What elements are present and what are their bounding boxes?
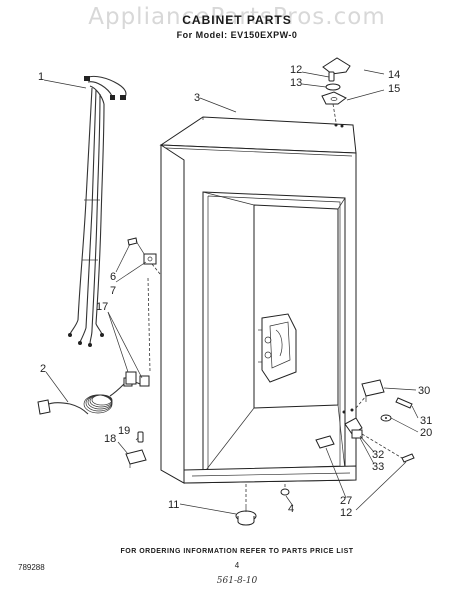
cabinet-shell	[159, 116, 357, 484]
callout-6: 6	[110, 271, 116, 283]
figure-number: 789288	[18, 563, 45, 572]
left-bracket-parts	[125, 237, 161, 387]
callout-33: 33	[372, 461, 384, 473]
callout-19: 19	[118, 425, 130, 437]
callout-27: 27	[340, 495, 352, 507]
callout-numbers: 1 2 3 6 7 17 19 18 11 4 12 13 14 15 30 3…	[38, 64, 432, 519]
inner-evaporator-bracket	[258, 313, 297, 383]
site-watermark: AppliancePartsPros.com	[88, 4, 386, 30]
callout-2: 2	[40, 363, 46, 375]
callout-11: 11	[168, 499, 179, 511]
callout-12-bottom: 12	[340, 507, 352, 519]
callout-17: 17	[96, 301, 108, 313]
callout-31: 31	[420, 415, 432, 427]
leveling-leg	[235, 484, 290, 526]
handwritten-note: 561-8-10	[216, 576, 258, 586]
callout-leader-lines	[43, 69, 419, 515]
page-number: 4	[234, 561, 240, 570]
callout-30: 30	[418, 385, 430, 397]
callout-15: 15	[388, 83, 400, 95]
callout-14: 14	[388, 69, 400, 81]
callout-32: 32	[372, 449, 384, 461]
callout-7: 7	[110, 285, 116, 297]
model-number: For Model: EV150EXPW-0	[176, 30, 298, 40]
callout-18: 18	[104, 433, 116, 445]
callout-3: 3	[194, 92, 200, 104]
ordering-note: FOR ORDERING INFORMATION REFER TO PARTS …	[120, 548, 354, 555]
diagram-title: CABINET PARTS	[182, 13, 292, 27]
callout-20: 20	[420, 427, 432, 439]
callout-12-top: 12	[290, 64, 302, 76]
lower-left-bracket	[125, 431, 147, 468]
callout-4: 4	[288, 503, 294, 515]
callout-1: 1	[38, 71, 44, 83]
wiring-harness	[68, 75, 127, 347]
power-cord	[37, 377, 141, 415]
bottom-hinge-assembly	[315, 379, 415, 463]
callout-13: 13	[290, 77, 302, 89]
top-hinge-assembly	[321, 57, 351, 128]
